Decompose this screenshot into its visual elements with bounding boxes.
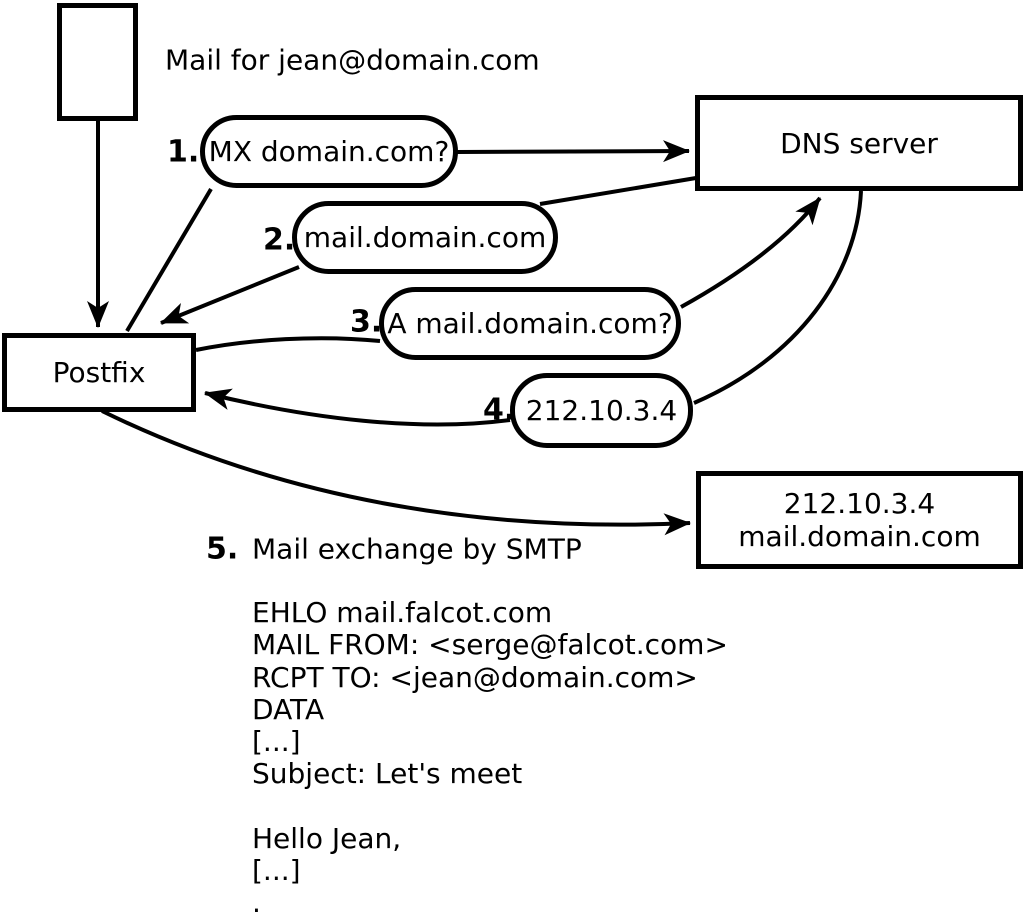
reply-ip-pill: 212.10.3.4 (510, 373, 693, 448)
target-server-ip: 212.10.3.4 (783, 487, 936, 520)
line-postfix-to-query1 (125, 187, 213, 333)
step-number-4: 4. (483, 392, 516, 428)
line-dns-to-reply4 (693, 190, 863, 405)
target-mail-server-node: 212.10.3.4 mail.domain.com (696, 471, 1023, 569)
arrow-query1-to-dns (456, 140, 690, 163)
reply-mx-pill: mail.domain.com (292, 201, 558, 274)
query-a-record-pill: A mail.domain.com? (379, 287, 681, 360)
step-number-2: 2. (263, 222, 296, 258)
arrow-reply4-to-postfix (204, 388, 511, 427)
target-server-hostname: mail.domain.com (738, 520, 981, 553)
postfix-node: Postfix (2, 333, 196, 412)
line-postfix-to-query3 (195, 336, 381, 352)
arrow-query3-to-dns (680, 196, 822, 309)
step-number-3: 3. (350, 304, 383, 340)
smtp-session-transcript: EHLO mail.falcot.com MAIL FROM: <serge@f… (252, 596, 728, 920)
smtp-exchange-label: Mail exchange by SMTP (252, 532, 582, 566)
arrow-reply2-to-postfix (160, 265, 300, 325)
step-number-1: 1. (167, 134, 200, 170)
mail-message-icon (57, 3, 138, 121)
query-mx-pill: MX domain.com? (200, 115, 458, 188)
arrow-postfix-to-server (101, 409, 691, 536)
mail-for-label: Mail for jean@domain.com (165, 43, 540, 77)
line-dns-to-reply2 (539, 176, 697, 206)
dns-server-node: DNS server (695, 95, 1023, 191)
step-number-5: 5. (206, 531, 239, 567)
